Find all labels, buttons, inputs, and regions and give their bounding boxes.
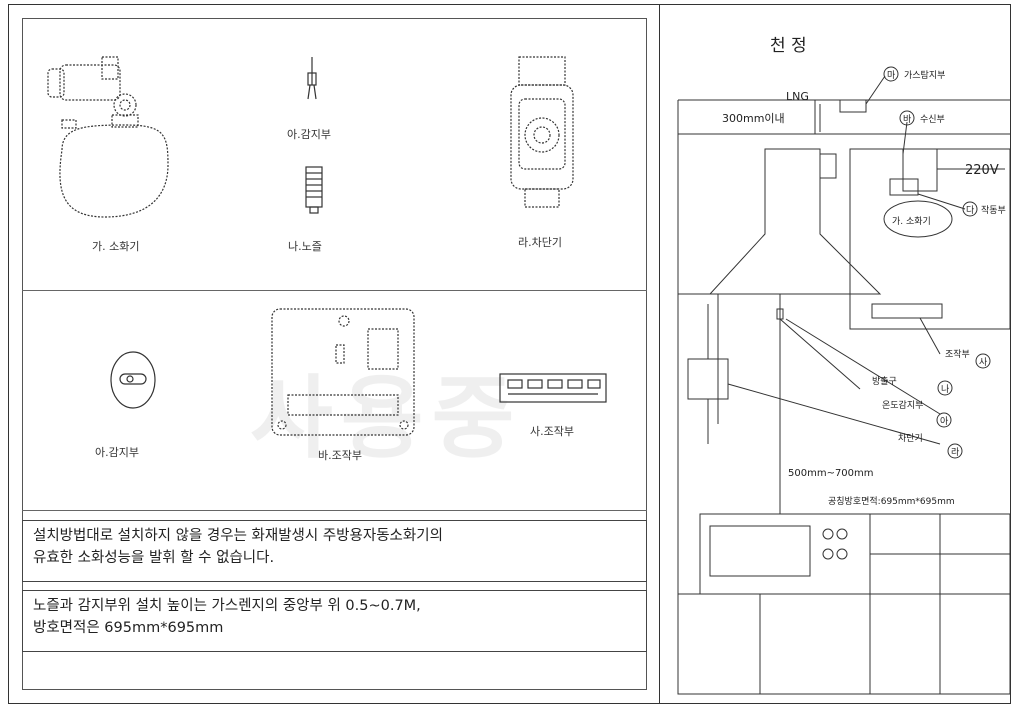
extinguisher-diagram-label: 가. 소화기 [892,216,931,227]
outlet-label: 방출구 [872,376,897,387]
control-marker: 사 [979,357,988,368]
temp-sensor-label: 온도감지부 [882,399,923,411]
panel-divider [659,4,660,704]
nozzle-drawing [305,166,323,214]
installation-diagram: 천 정 LNG 가스탐지부 마 300mm이내 수신부 바 220V 가. 소화… [677,36,1010,695]
temp-sensor-marker: 아 [940,416,949,427]
distance-500-700-label: 500mm~700mm [788,468,874,479]
gas-detector-marker: 마 [887,70,896,81]
parts-bottom-divider [22,510,647,511]
part-label-extinguisher: 가. 소화기 [92,240,140,253]
part-label-sensor-round: 아.감지부 [95,446,139,459]
parts-panel [22,18,647,690]
actuator-label: 작동부 [981,205,1006,216]
receiver-drawing [271,308,415,436]
lng-label: LNG [786,90,809,103]
part-label-receiver: 바.조작부 [318,449,362,462]
ceiling-label: 천 정 [770,36,807,56]
parts-row-divider [22,290,647,291]
gas-detector-label: 가스탐지부 [904,69,945,81]
height-line-1: 노즐과 감지부위 설치 높이는 가스렌지의 중앙부 위 0.5~0.7M, [33,598,421,614]
area-label: 공칭방호면적:695mm*695mm [828,495,955,507]
part-label-sensor-top: 아.감지부 [287,128,331,141]
warning-note: 설치방법대로 설치하지 않을 경우는 화재발생시 주방용자동소화기의 유효한 소… [22,520,647,582]
warning-line-1: 설치방법대로 설치하지 않을 경우는 화재발생시 주방용자동소화기의 [33,528,443,544]
outlet-marker: 나 [941,384,949,395]
actuator-marker: 다 [966,205,975,216]
control-drawing [499,373,607,403]
shutoff-drawing [510,56,574,208]
page-frame [8,4,1011,704]
distance-300-label: 300mm이내 [722,112,785,125]
shutoff-diagram-label: 차단기 [898,432,923,444]
voltage-label: 220V [965,163,999,178]
warning-line-2: 유효한 소화성능을 발휘 할 수 없습니다. [33,550,275,566]
control-diagram-label: 조작부 [945,349,970,360]
height-line-2: 방호면적은 695mm*695mm [33,620,224,636]
extinguisher-drawing [47,56,169,218]
height-note: 노즐과 감지부위 설치 높이는 가스렌지의 중앙부 위 0.5~0.7M, 방호… [22,590,647,652]
part-label-nozzle: 나.노즐 [288,240,322,253]
sensor-probe-drawing [307,57,317,100]
shutoff-marker: 라 [951,447,960,458]
receiver-label: 수신부 [920,114,945,125]
round-sensor-drawing [110,351,156,409]
receiver-marker: 바 [903,114,912,125]
watermark: 사용중 [250,366,523,471]
part-label-control: 사.조작부 [530,425,574,438]
part-label-shutoff: 라.차단기 [518,236,562,249]
